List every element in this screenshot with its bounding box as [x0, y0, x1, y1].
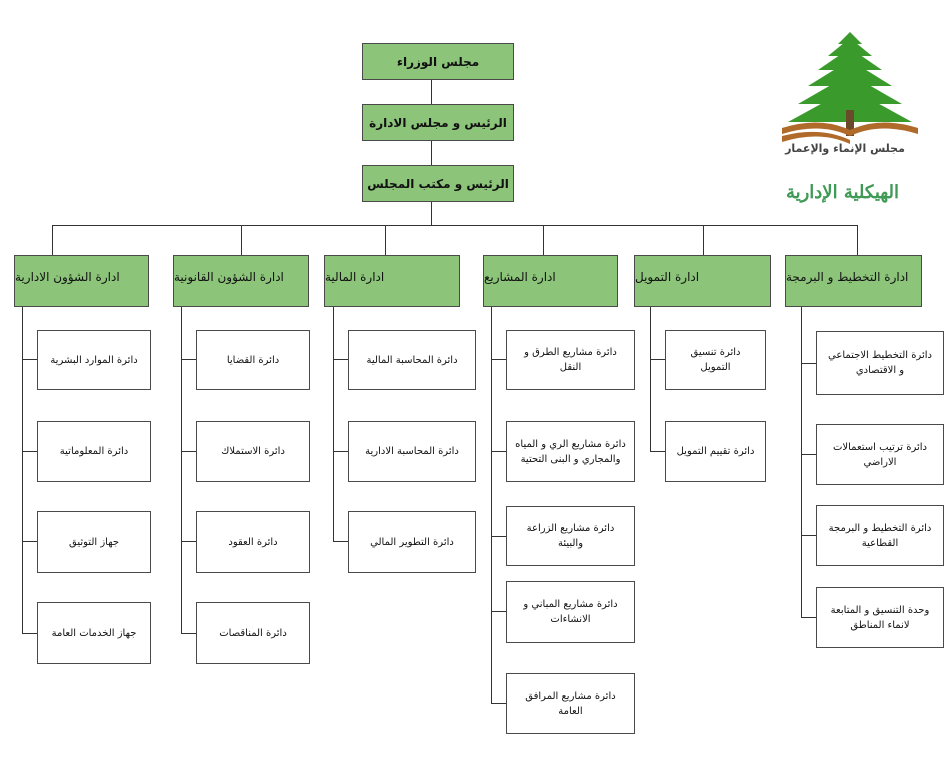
unit-box: دائرة المناقصات: [196, 602, 310, 664]
unit-box: دائرة العقود: [196, 511, 310, 573]
dept-legal-affairs: ادارة الشؤون القانونية: [173, 255, 309, 307]
unit-box: جهاز التوثيق: [37, 511, 151, 573]
president-board-box: الرئيس و مجلس الادارة: [362, 104, 514, 141]
connector: [703, 225, 704, 255]
connector: [181, 541, 196, 542]
unit-box: دائرة المعلوماتية: [37, 421, 151, 482]
connector: [22, 451, 37, 452]
unit-box: دائرة مشاريع الزراعة والبيئة: [506, 506, 635, 566]
connector: [431, 202, 432, 225]
dept-finance: ادارة المالية: [324, 255, 460, 307]
logo-caption: مجلس الإنماء والإعمار: [785, 142, 905, 155]
connector: [22, 359, 37, 360]
connector: [333, 451, 348, 452]
connector: [52, 225, 53, 255]
connector: [22, 633, 37, 634]
connector: [543, 225, 544, 255]
dept-projects: ادارة المشاريع: [483, 255, 618, 307]
connector: [650, 359, 665, 360]
connector: [333, 359, 348, 360]
department-bus: [52, 225, 858, 226]
connector: [491, 703, 506, 704]
unit-box: دائرة الموارد البشرية: [37, 330, 151, 390]
connector: [491, 611, 506, 612]
cedar-logo: [782, 32, 918, 144]
unit-box: دائرة المحاسبة المالية: [348, 330, 476, 390]
unit-box: دائرة التخطيط و البرمجة القطاعية: [816, 505, 944, 566]
connector: [650, 451, 665, 452]
connector: [181, 307, 182, 633]
unit-box: دائرة مشاريع المرافق العامة: [506, 673, 635, 734]
page-title: الهيكلية الإدارية: [785, 182, 900, 203]
connector: [491, 536, 506, 537]
connector: [491, 451, 506, 452]
connector: [857, 225, 858, 255]
unit-box: دائرة مشاريع الطرق و النقل: [506, 330, 635, 390]
dept-administrative-affairs: ادارة الشؤون الادارية: [14, 255, 149, 307]
connector: [241, 225, 242, 255]
unit-box: دائرة تنسيق التمويل: [665, 330, 766, 390]
connector: [431, 141, 432, 165]
connector: [385, 225, 386, 255]
connector: [491, 307, 492, 704]
dept-funding: ادارة التمويل: [634, 255, 771, 307]
connector: [22, 541, 37, 542]
unit-box: دائرة التطوير المالي: [348, 511, 476, 573]
connector: [801, 307, 802, 617]
unit-box: جهاز الخدمات العامة: [37, 602, 151, 664]
unit-box: دائرة مشاريع الري و المياه والمجاري و ال…: [506, 421, 635, 482]
connector: [181, 359, 196, 360]
connector: [181, 633, 196, 634]
unit-box: وحدة التنسيق و المتابعة لانماء المناطق: [816, 587, 944, 648]
connector: [333, 541, 348, 542]
unit-box: دائرة التخطيط الاجتماعي و الاقتصادي: [816, 331, 944, 395]
unit-box: دائرة ترتيب استعمالات الاراضي: [816, 424, 944, 485]
dept-planning: ادارة التخطيط و البرمجة: [785, 255, 922, 307]
council-of-ministers-box: مجلس الوزراء: [362, 43, 514, 80]
connector: [801, 363, 816, 364]
connector: [181, 451, 196, 452]
unit-box: دائرة القضايا: [196, 330, 310, 390]
unit-box: دائرة مشاريع المباني و الانشاءات: [506, 581, 635, 643]
unit-box: دائرة المحاسبة الادارية: [348, 421, 476, 482]
unit-box: دائرة الاستملاك: [196, 421, 310, 482]
connector: [650, 307, 651, 451]
president-office-box: الرئيس و مكتب المجلس: [362, 165, 514, 202]
connector: [491, 359, 506, 360]
connector: [801, 617, 816, 618]
connector: [333, 307, 334, 541]
unit-box: دائرة تقييم التمويل: [665, 421, 766, 482]
connector: [801, 535, 816, 536]
connector: [22, 307, 23, 633]
connector: [801, 454, 816, 455]
connector: [431, 80, 432, 104]
